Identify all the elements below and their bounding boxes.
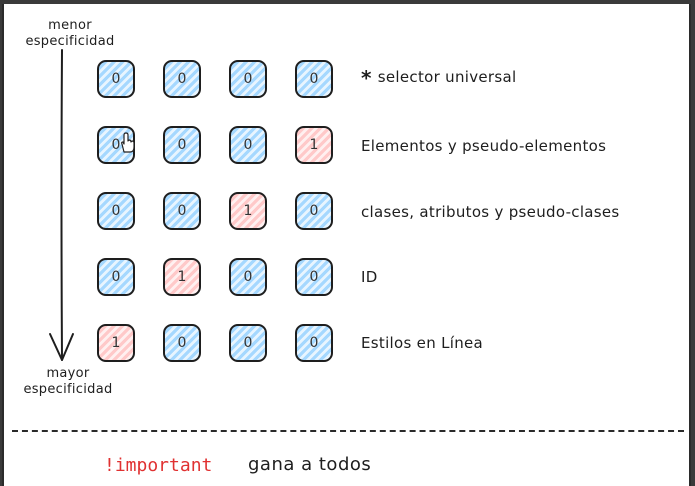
more-specificity-line1: mayor	[46, 366, 90, 381]
row-label-universal: * selector universal	[361, 66, 516, 90]
cell-r2-c1: 0	[163, 192, 201, 230]
cell-r0-c0: 0	[97, 60, 135, 98]
cell-r4-c0: 1	[97, 324, 135, 362]
cell-r2-c0: 0	[97, 192, 135, 230]
more-specificity-label: mayor especificidad	[8, 366, 128, 398]
cell-r2-c3: 0	[295, 192, 333, 230]
cell-r0-c1: 0	[163, 60, 201, 98]
cell-r1-c2: 0	[229, 126, 267, 164]
row-label-inline: Estilos en Línea	[361, 334, 484, 352]
row-label-id: ID	[361, 268, 378, 286]
row-label-elements: Elementos y pseudo-elementos	[361, 137, 607, 155]
canvas: menor especificidad mayor especificidad …	[2, 4, 691, 486]
cell-r0-c2: 0	[229, 60, 267, 98]
row-label-universal-text: selector universal	[377, 68, 517, 86]
specificity-arrow	[49, 49, 74, 361]
less-specificity-line1: menor	[48, 18, 92, 33]
important-keyword: !important	[104, 455, 213, 476]
separator-line	[12, 430, 684, 432]
more-specificity-line2: especificidad	[23, 382, 113, 397]
cell-r0-c3: 0	[295, 60, 333, 98]
cell-r3-c2: 0	[229, 258, 267, 296]
cell-r4-c3: 0	[295, 324, 333, 362]
cell-r3-c0: 0	[97, 258, 135, 296]
row-label-classes: clases, atributos y pseudo-clases	[361, 203, 620, 221]
cell-r1-c1: 0	[163, 126, 201, 164]
less-specificity-line2: especificidad	[25, 34, 115, 49]
cell-r4-c1: 0	[163, 324, 201, 362]
cell-r3-c1: 1	[163, 258, 201, 296]
cell-r4-c2: 0	[229, 324, 267, 362]
hand-cursor-icon	[121, 132, 135, 153]
important-description: gana a todos	[248, 454, 372, 475]
cell-r3-c3: 0	[295, 258, 333, 296]
cell-r2-c2: 1	[229, 192, 267, 230]
asterisk-icon: *	[361, 66, 372, 90]
less-specificity-label: menor especificidad	[10, 18, 130, 50]
cell-r1-c3: 1	[295, 126, 333, 164]
